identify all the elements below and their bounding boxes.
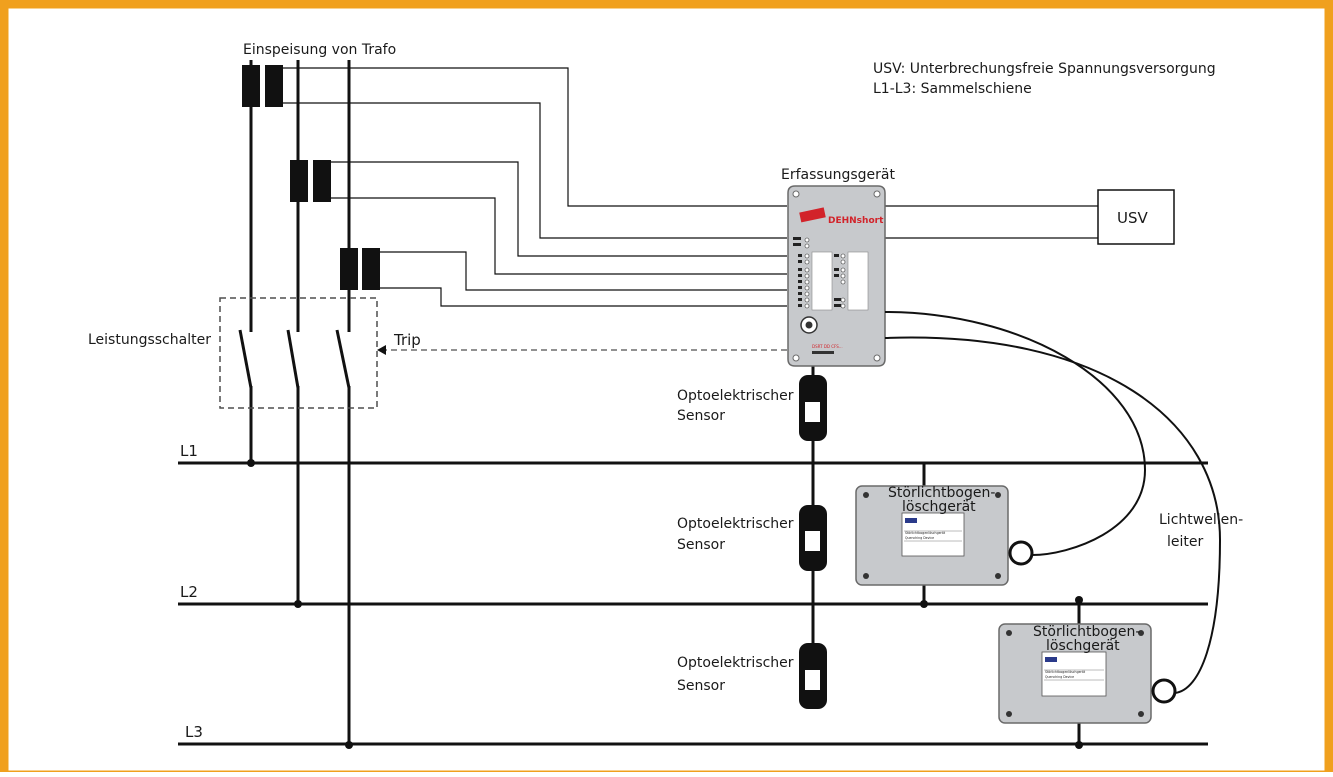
detector-device: DEHNshort DSR xyxy=(787,185,886,367)
breaker-label: Leistungsschalter xyxy=(88,332,211,348)
fiber-coupler-1 xyxy=(1008,540,1034,566)
breaker-contacts xyxy=(238,329,351,389)
arc-quencher-2: Störlichtbogenlöschgerät Quenching Devic… xyxy=(998,623,1177,724)
fiber-label-line1: Lichtwellen- xyxy=(1159,512,1243,528)
ct-l2-b xyxy=(313,160,331,202)
led-panel-right xyxy=(847,251,869,311)
optoelectric-sensor-3 xyxy=(799,643,827,709)
quencher-logo-icon xyxy=(1045,657,1057,662)
optoelectric-sensor-2 xyxy=(799,505,827,571)
sensor-3-label-line2: Sensor xyxy=(677,678,725,694)
fiber-coupler-2 xyxy=(1151,678,1177,704)
busbar-l3-label: L3 xyxy=(185,723,203,741)
detector-label: Erfassungsgerät xyxy=(781,167,895,183)
fiber-cable-1 xyxy=(884,311,1147,556)
optoelectric-sensor-1 xyxy=(799,375,827,441)
quencher-2-label-line2: löschgerät xyxy=(1046,638,1120,654)
ct-signal-wires xyxy=(283,67,787,307)
ct-l2-a xyxy=(290,160,308,202)
quencher-screw-icon xyxy=(995,573,1001,579)
quencher-1-plate-line1: Störlichtbogenlöschgerät xyxy=(905,531,946,535)
sensor-2-label-line2: Sensor xyxy=(677,537,725,553)
detector-bottom-text: DSRT DD CFS... xyxy=(812,344,843,349)
ct-wire-3 xyxy=(331,161,787,257)
junction-dot xyxy=(294,600,302,608)
busbar-l1-label: L1 xyxy=(180,442,198,460)
detector-screw-icon xyxy=(792,354,800,362)
arc-quencher-1: Störlichtbogenlöschgerät Quenching Devic… xyxy=(855,485,1034,586)
detector-screw-icon xyxy=(792,190,800,198)
detector-terminals xyxy=(793,237,841,307)
quencher-screw-icon xyxy=(863,573,869,579)
ct-l3-b xyxy=(362,248,380,290)
ct-wire-5 xyxy=(380,251,787,291)
ct-wire-2 xyxy=(283,102,787,239)
breaker-contact-1 xyxy=(238,329,253,389)
quencher-2-label-line1: Störlichtbogen- xyxy=(1033,624,1140,640)
quencher-1-label-line2: löschgerät xyxy=(902,499,976,515)
detector-leds xyxy=(804,237,846,309)
quencher-logo-icon xyxy=(905,518,917,523)
usv-box-label: USV xyxy=(1117,209,1149,227)
usv-box xyxy=(1097,189,1175,245)
quencher-screw-icon xyxy=(1006,630,1012,636)
breaker-contact-3 xyxy=(335,329,351,389)
quencher-screw-icon xyxy=(995,492,1001,498)
quencher-2-plate-line1: Störlichtbogenlöschgerät xyxy=(1045,670,1086,674)
junction-dot xyxy=(345,741,353,749)
ct-wire-1 xyxy=(283,67,787,207)
detector-bottom-label xyxy=(812,351,834,354)
ct-wire-4 xyxy=(331,197,787,275)
ct-l1-a xyxy=(242,65,260,107)
fiber-cable-2 xyxy=(884,336,1222,694)
sensor-1-label-line1: Optoelektrischer xyxy=(677,388,794,404)
fiber-label-line2: leiter xyxy=(1167,534,1203,550)
legend-usv: USV: Unterbrechungsfreie Spannungsversor… xyxy=(873,61,1216,77)
detector-button-center xyxy=(805,321,813,329)
led-panel-left xyxy=(811,251,833,311)
quencher-screw-icon xyxy=(863,492,869,498)
ct-l1-b xyxy=(265,65,283,107)
ct-l3-a xyxy=(340,248,358,290)
legend-busbar: L1-L3: Sammelschiene xyxy=(873,81,1032,97)
quencher-screw-icon xyxy=(1138,711,1144,717)
dehn-logo-icon xyxy=(799,207,826,223)
feed-label: Einspeisung von Trafo xyxy=(243,42,396,58)
busbar-l2-label: L2 xyxy=(180,583,198,601)
current-transformers xyxy=(242,65,380,290)
ct-wire-6 xyxy=(380,287,787,307)
sensor-3-label-line1: Optoelektrischer xyxy=(677,655,794,671)
breaker-contact-2 xyxy=(286,329,300,389)
detector-brand: DEHNshort xyxy=(828,216,884,226)
detector-screw-icon xyxy=(873,190,881,198)
sensor-1-label-line2: Sensor xyxy=(677,408,725,424)
quencher-screw-icon xyxy=(1138,630,1144,636)
trip-label: Trip xyxy=(393,331,421,349)
junction-dot xyxy=(247,459,255,467)
trip-arrow-icon xyxy=(377,345,386,355)
quencher-2-plate-line2: Quenching Device xyxy=(1045,675,1074,679)
quencher-1-label-line1: Störlichtbogen- xyxy=(888,485,995,501)
breaker-dashed-box xyxy=(219,297,378,409)
detector-screw-icon xyxy=(873,354,881,362)
quencher-1-plate-line2: Quenching Device xyxy=(905,536,934,540)
quencher-screw-icon xyxy=(1006,711,1012,717)
sensor-2-label-line1: Optoelektrischer xyxy=(677,516,794,532)
